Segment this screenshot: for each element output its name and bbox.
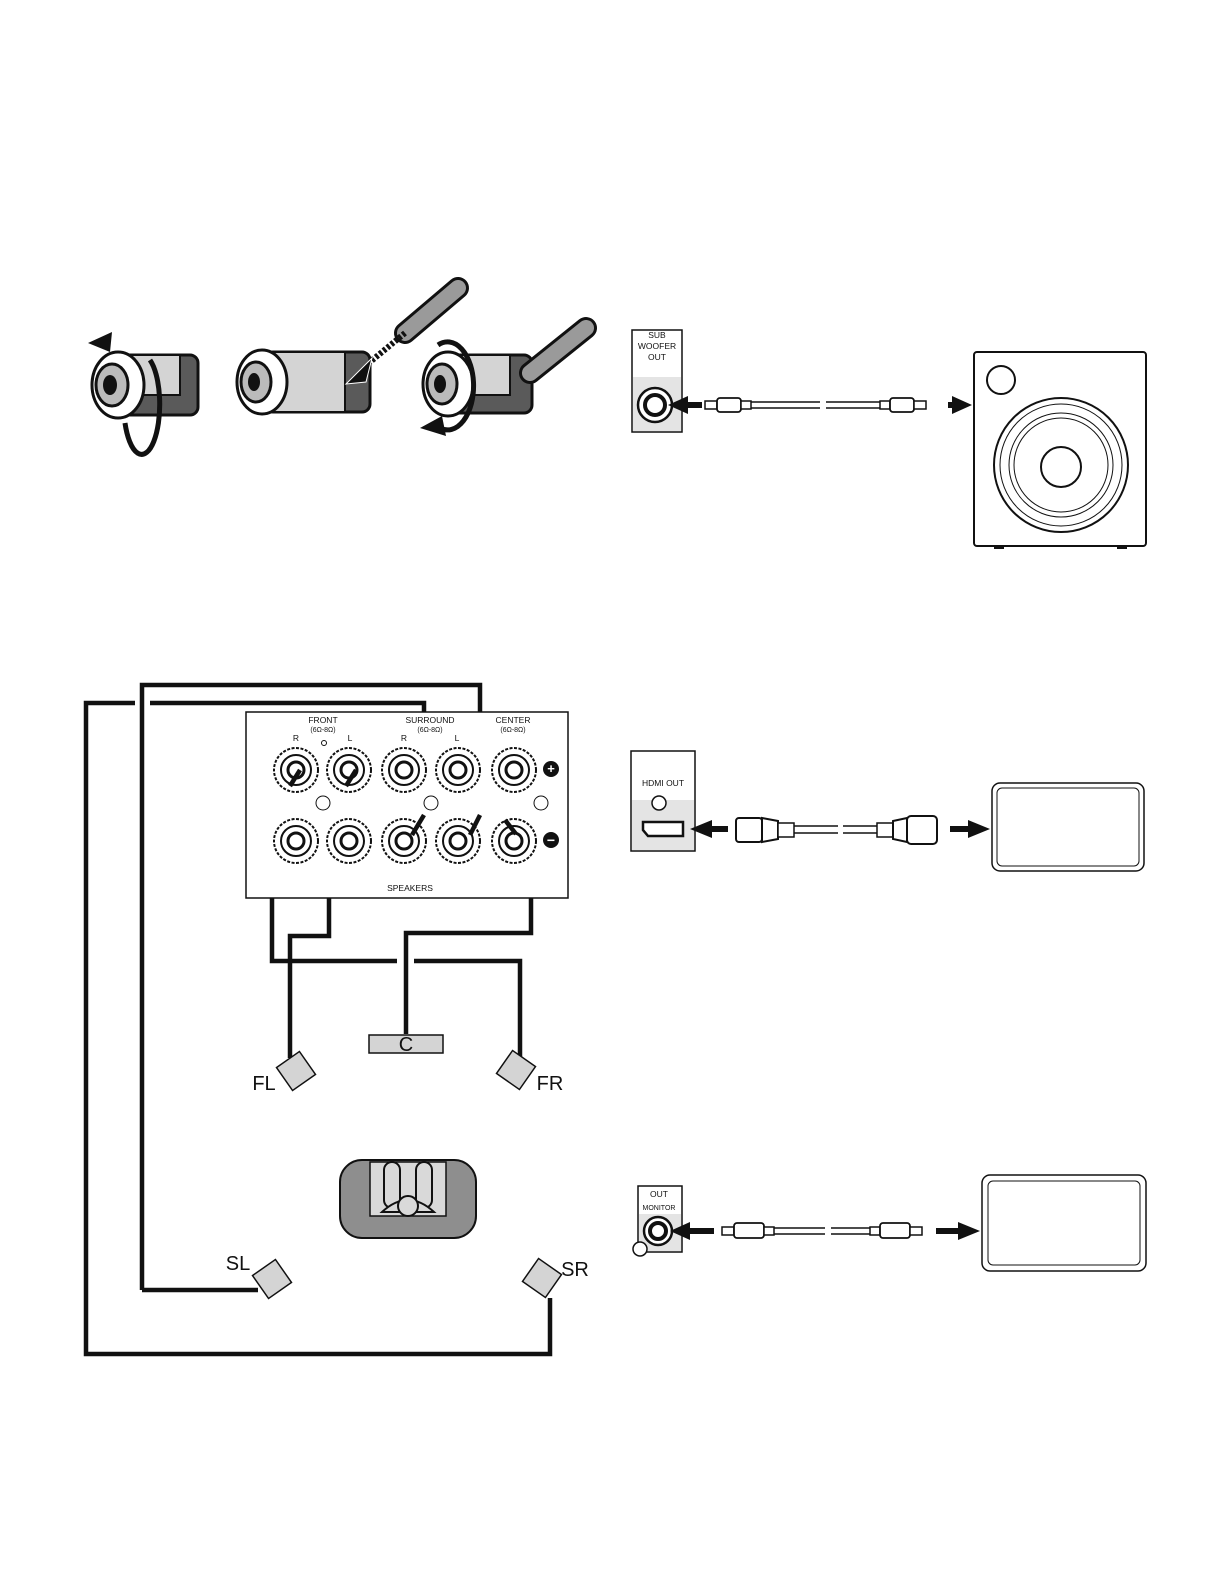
- fl-label: FL: [252, 1073, 275, 1095]
- hdmi-port-panel: HDMI OUT: [631, 751, 695, 851]
- terminal-front-r-minus: [274, 819, 318, 863]
- center-label: CENTER: [496, 715, 531, 725]
- subwoofer-unit: [974, 352, 1146, 549]
- monitor-port-panel: OUT MONITOR: [633, 1186, 682, 1256]
- surround-r-label: R: [401, 733, 407, 743]
- terminal-front-r-plus: [274, 748, 318, 792]
- sub-label-line3: OUT: [648, 352, 666, 362]
- surround-ohm-label: (6Ω-8Ω): [417, 727, 442, 734]
- terminal-surround-r-plus: [382, 748, 426, 792]
- speaker-fr: FR: [497, 1051, 564, 1095]
- terminal-center-minus: [492, 819, 536, 863]
- front-ohm-label: (6Ω-8Ω): [310, 727, 335, 734]
- monitor-display: [982, 1175, 1146, 1271]
- speaker-terminal-panel: FRONT (6Ω-8Ω) SURROUND (6Ω-8Ω) CENTER (6…: [246, 712, 568, 898]
- speaker-c: C: [369, 1034, 443, 1056]
- sl-label: SL: [226, 1253, 250, 1275]
- bare-wire: [370, 333, 405, 362]
- binding-post-step-unscrew: [88, 332, 198, 454]
- minus-symbol: −: [547, 832, 555, 848]
- surround-label: SURROUND: [405, 715, 454, 725]
- front-label: FRONT: [308, 715, 337, 725]
- subwoofer-rca-cable: [668, 396, 972, 414]
- monitor-rca-cable: [670, 1222, 980, 1240]
- speakers-label: SPEAKERS: [387, 883, 433, 893]
- speaker-fl: FL: [252, 1052, 315, 1095]
- c-label: C: [399, 1034, 413, 1056]
- terminal-center-plus: [492, 748, 536, 792]
- terminal-front-l-minus: [327, 819, 371, 863]
- monitor-label-line1: OUT: [650, 1189, 668, 1199]
- hdmi-cable: [690, 816, 990, 844]
- binding-post-step-tighten: [420, 328, 586, 436]
- listener-sofa-icon: [340, 1160, 476, 1238]
- plus-symbol: +: [547, 761, 555, 776]
- monitor-label-line2: MONITOR: [643, 1205, 676, 1212]
- fr-label: FR: [537, 1073, 564, 1095]
- hdmi-jack-icon: [643, 822, 683, 836]
- front-r-label: R: [293, 733, 299, 743]
- sub-label-line2: WOOFER: [638, 341, 676, 351]
- front-l-label: L: [348, 733, 353, 743]
- center-ohm-label: (6Ω-8Ω): [500, 727, 525, 734]
- subwoofer-port-panel: SUB WOOFER OUT: [632, 330, 682, 432]
- tv-display: [992, 783, 1144, 871]
- terminal-surround-l-plus: [436, 748, 480, 792]
- sr-label: SR: [561, 1259, 589, 1281]
- speaker-sr: SR: [523, 1259, 589, 1298]
- surround-l-label: L: [455, 733, 460, 743]
- sub-label-line1: SUB: [648, 330, 666, 340]
- hdmi-out-label: HDMI OUT: [642, 778, 684, 788]
